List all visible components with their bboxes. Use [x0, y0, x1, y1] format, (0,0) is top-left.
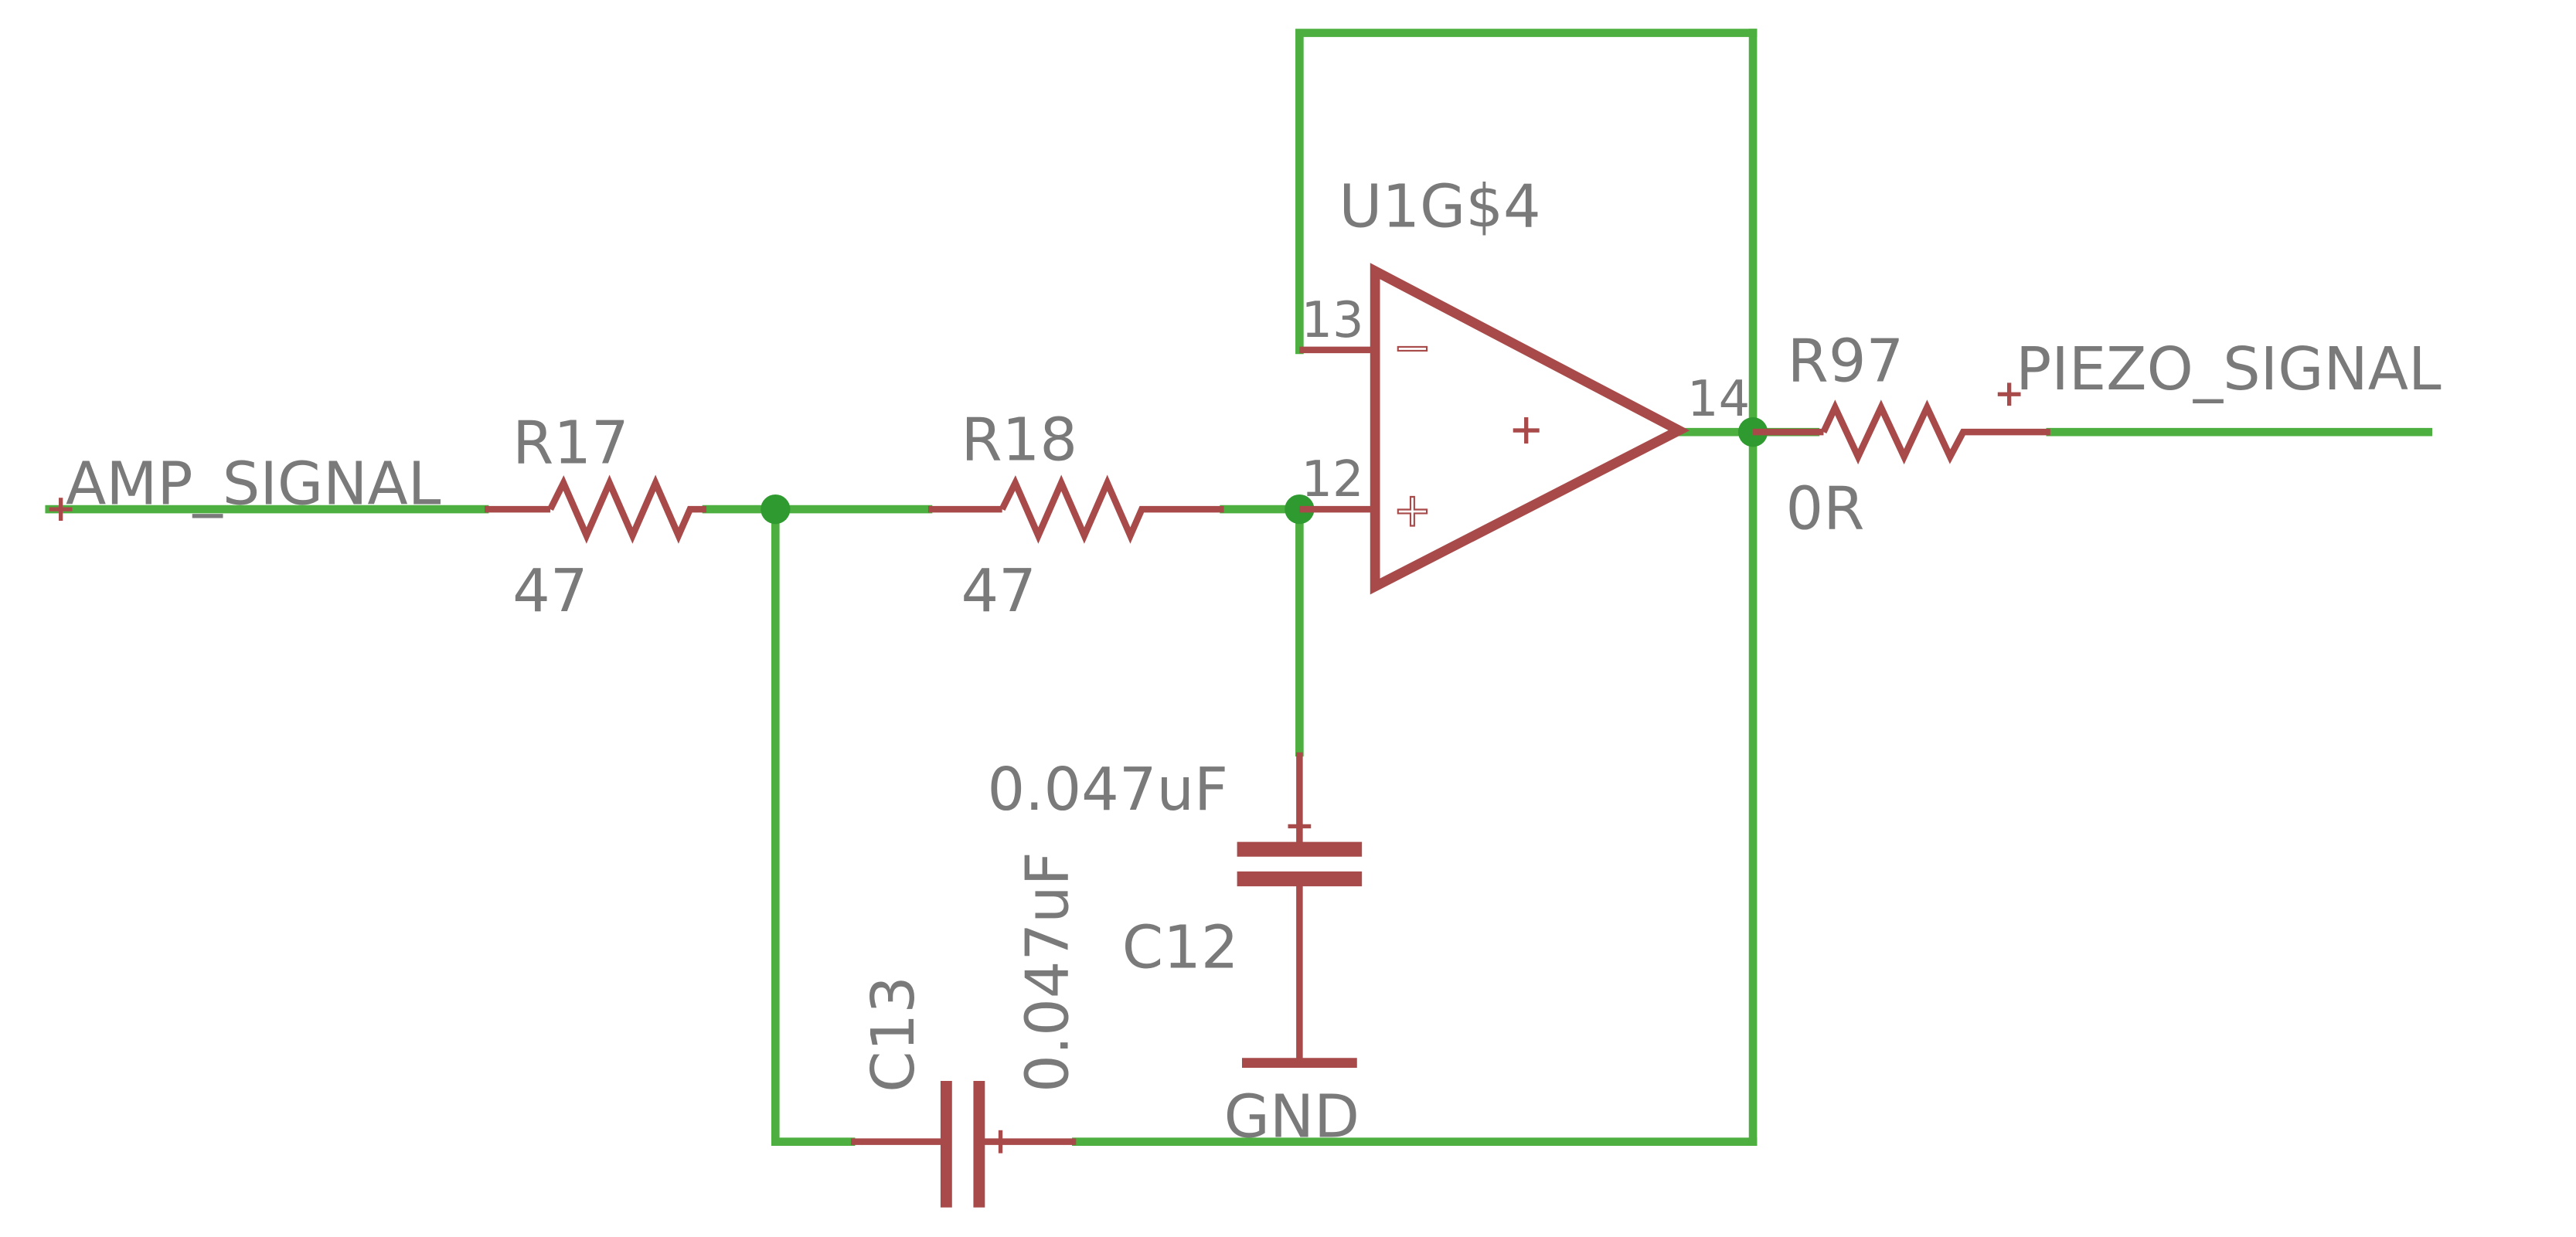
net-label-piezo-signal: PIEZO_SIGNAL [1997, 335, 2442, 406]
c12-name: C12 [1122, 913, 1239, 982]
opamp-triangle [1370, 263, 1690, 595]
opamp-plus-sign: + [1393, 484, 1432, 537]
opamp-pin-14-label: 14 [1687, 371, 1750, 428]
c13-value: 0.047uF [1014, 851, 1083, 1093]
wire-feedback [1295, 29, 1758, 355]
r18-value: 47 [961, 557, 1036, 626]
amp-signal-label: AMP_SIGNAL [66, 450, 441, 519]
resistor-r18[interactable]: R18 47 [927, 406, 1224, 626]
r97-name: R97 [1788, 327, 1904, 396]
opamp-pin-13-label: 13 [1302, 292, 1364, 349]
r17-value: 47 [512, 557, 587, 626]
r97-value: 0R [1786, 475, 1865, 544]
capacitor-c12[interactable]: 0.047uF C12 [988, 752, 1363, 1063]
opamp-u1g4[interactable]: U1G$4 13 12 14 − + [1299, 172, 1750, 595]
c12-origin-marker [1288, 814, 1312, 838]
c12-value: 0.047uF [988, 756, 1229, 824]
capacitor-c13[interactable]: C13 0.047uF [851, 851, 1083, 1208]
ground-symbol: GND [1224, 1058, 1359, 1151]
r17-name: R17 [512, 410, 629, 478]
c13-name: C13 [859, 976, 928, 1093]
opamp-origin-marker [1513, 417, 1540, 444]
net-label-amp-signal: AMP_SIGNAL [49, 450, 441, 521]
opamp-name: U1G$4 [1339, 172, 1540, 241]
resistor-r97[interactable]: R97 0R [1753, 327, 2050, 544]
piezo-signal-label: PIEZO_SIGNAL [2016, 335, 2442, 404]
wires [45, 29, 2433, 1146]
gnd-label: GND [1224, 1082, 1359, 1151]
opamp-minus-sign: − [1393, 321, 1432, 375]
junction-r17-r18 [761, 494, 791, 525]
resistor-r17[interactable]: R17 47 [485, 410, 707, 626]
c13-origin-marker [989, 1130, 1012, 1154]
r18-name: R18 [961, 406, 1077, 474]
opamp-pin-12-label: 12 [1302, 451, 1364, 508]
